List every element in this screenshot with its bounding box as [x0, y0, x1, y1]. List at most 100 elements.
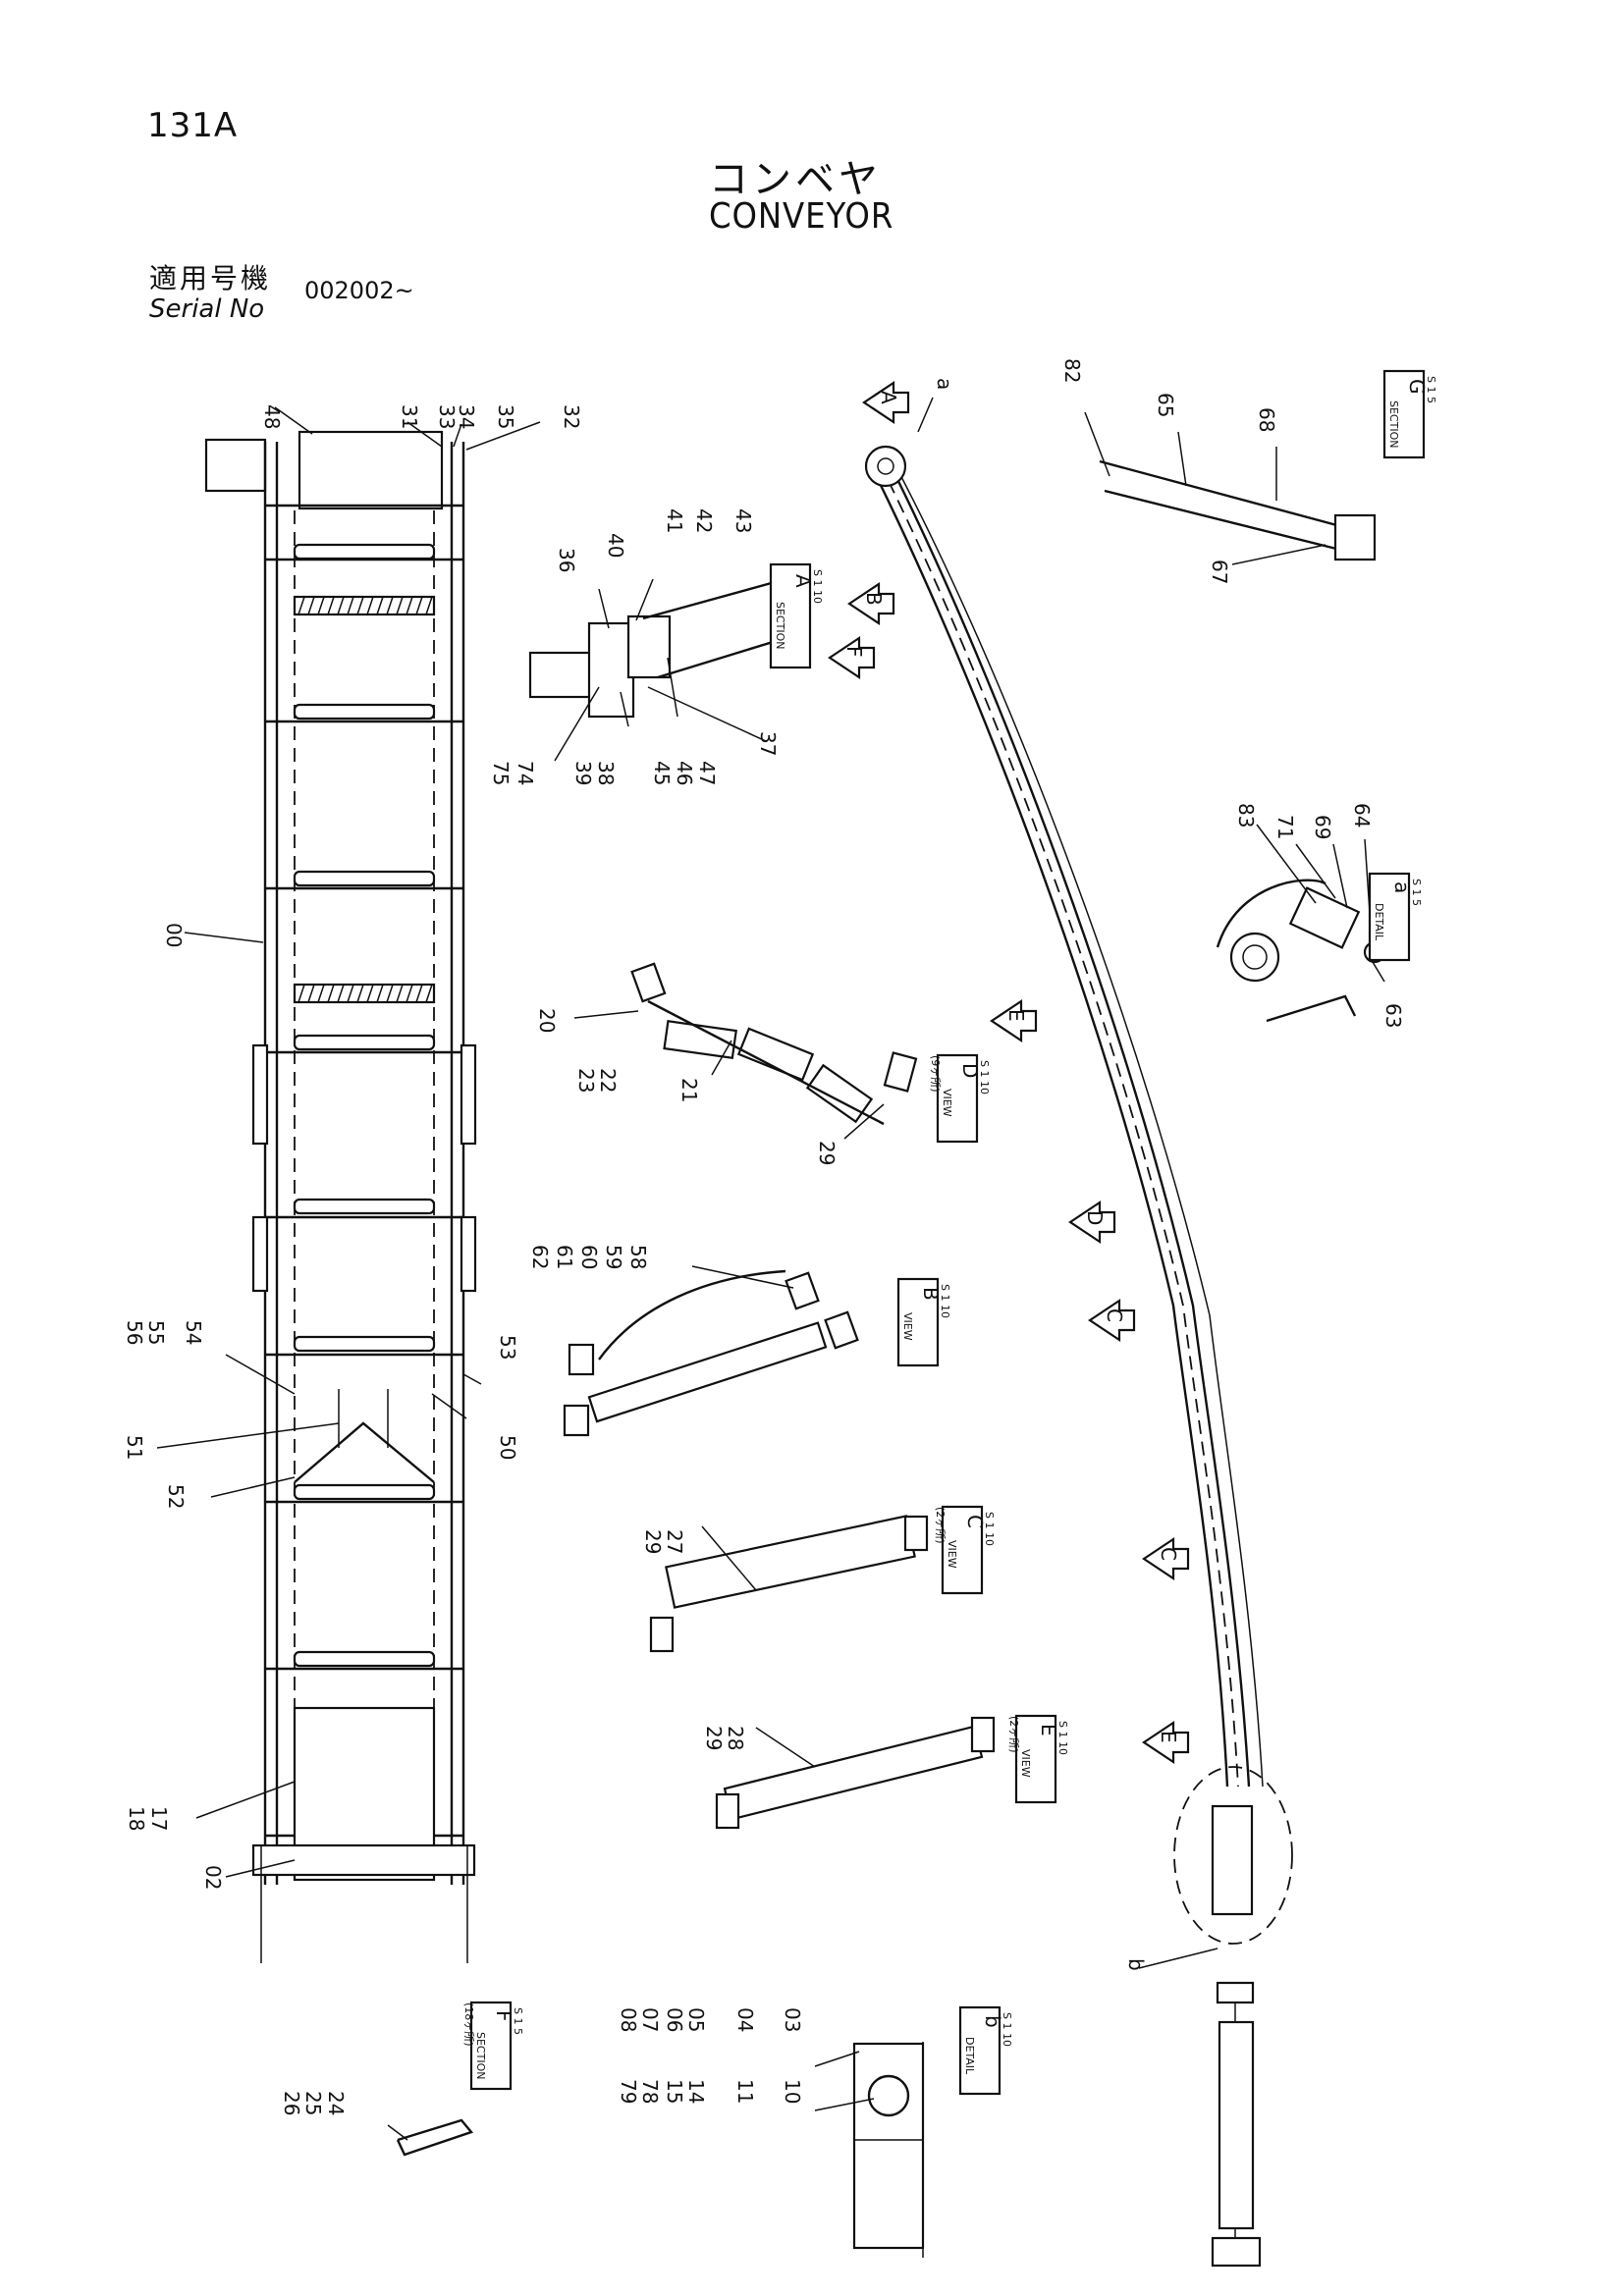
svg-text:F: F	[842, 646, 866, 658]
label-65: 65	[1154, 393, 1177, 417]
svg-text:B: B	[862, 592, 886, 606]
label-82: 82	[1060, 358, 1084, 383]
svg-text:SECTION: SECTION	[774, 602, 786, 649]
label-79: 79	[617, 2079, 640, 2104]
label-47: 47	[695, 761, 719, 785]
marker-a: A	[862, 380, 910, 425]
label-28: 28	[724, 1726, 747, 1750]
svg-text:S 1 10: S 1 10	[1001, 2012, 1013, 2047]
label-62: 62	[528, 1245, 552, 1269]
label-71: 71	[1273, 815, 1297, 839]
label-58: 58	[626, 1245, 650, 1269]
svg-text:S 1 10: S 1 10	[978, 1060, 991, 1095]
svg-text:a: a	[1390, 881, 1414, 893]
label-55: 55	[144, 1320, 168, 1345]
label-b: b	[1124, 1958, 1148, 1971]
label-05: 05	[684, 2007, 708, 2032]
tag-view-e: E VIEW (2ヶ所) S 1 10	[1007, 1714, 1069, 1804]
label-03: 03	[781, 2007, 804, 2032]
marker-d: D	[1068, 1200, 1116, 1245]
serial-label-english: Serial No	[149, 294, 265, 324]
svg-text:S 1 10: S 1 10	[983, 1512, 996, 1546]
view-d-sketch	[630, 962, 918, 1126]
view-b-sketch	[563, 1269, 859, 1437]
marker-e-upper: E	[990, 998, 1038, 1043]
svg-text:E: E	[1157, 1731, 1180, 1743]
svg-text:E: E	[1004, 1009, 1028, 1022]
section-f-sketch	[396, 2118, 474, 2157]
label-45: 45	[650, 761, 674, 785]
label-61: 61	[553, 1245, 576, 1269]
label-40: 40	[604, 533, 627, 558]
label-25: 25	[301, 2091, 325, 2115]
marker-e-lower: E	[1142, 1720, 1190, 1765]
svg-text:(18ヶ所): (18ヶ所)	[462, 2002, 475, 2047]
label-63: 63	[1381, 1003, 1405, 1028]
view-arrow-markers: A B F E D C C E	[828, 380, 1190, 1765]
svg-text:F: F	[492, 2010, 515, 2022]
marker-c-lower: C	[1142, 1536, 1190, 1581]
label-69: 69	[1311, 815, 1334, 839]
view-c-sketch	[649, 1515, 929, 1653]
tag-view-d: D VIEW (9ヶ所) S 1 10	[929, 1053, 991, 1144]
label-29-view-e: 29	[702, 1726, 726, 1750]
svg-text:DETAIL: DETAIL	[963, 2037, 976, 2075]
label-14: 14	[684, 2079, 708, 2104]
label-a: a	[933, 378, 956, 390]
label-36: 36	[555, 548, 578, 572]
svg-text:VIEW: VIEW	[1019, 1749, 1032, 1778]
svg-text:E: E	[1037, 1724, 1060, 1736]
tag-view-b: B VIEW S 1 10	[896, 1277, 951, 1367]
svg-text:D: D	[1083, 1210, 1107, 1225]
svg-text:C: C	[963, 1515, 987, 1528]
marker-c-upper: C	[1088, 1298, 1136, 1343]
label-50: 50	[496, 1435, 519, 1460]
svg-text:G: G	[1405, 379, 1429, 395]
label-22: 22	[596, 1068, 620, 1093]
label-00: 00	[162, 923, 186, 947]
svg-text:B: B	[919, 1287, 943, 1301]
svg-text:VIEW: VIEW	[941, 1089, 953, 1117]
label-83: 83	[1234, 803, 1258, 828]
svg-text:C: C	[1103, 1308, 1126, 1322]
label-27: 27	[663, 1529, 686, 1554]
label-68: 68	[1255, 407, 1278, 432]
label-08: 08	[617, 2007, 640, 2032]
label-10: 10	[781, 2079, 804, 2104]
label-39: 39	[571, 761, 595, 785]
section-a-sketch	[528, 577, 786, 719]
svg-text:A: A	[877, 391, 900, 404]
svg-text:VIEW: VIEW	[946, 1540, 958, 1569]
label-29-view-d: 29	[815, 1141, 839, 1165]
label-23: 23	[574, 1068, 598, 1093]
label-20: 20	[535, 1008, 559, 1033]
leader-lines	[156, 397, 1385, 2141]
label-21: 21	[677, 1078, 701, 1102]
title-japanese: コンベヤ	[709, 157, 882, 202]
label-17: 17	[147, 1806, 171, 1831]
label-74: 74	[514, 761, 537, 785]
label-78: 78	[638, 2079, 662, 2104]
label-52: 52	[164, 1484, 188, 1509]
label-33: 33	[435, 404, 459, 429]
svg-text:S 1 5: S 1 5	[512, 2007, 524, 2035]
label-24: 24	[324, 2091, 348, 2115]
label-53: 53	[496, 1335, 519, 1360]
label-34: 34	[455, 404, 478, 429]
svg-text:SECTION: SECTION	[474, 2032, 487, 2079]
marker-f: F	[828, 635, 876, 680]
svg-text:DETAIL: DETAIL	[1373, 903, 1385, 941]
tag-section-g: G SECTION S 1 5	[1382, 369, 1437, 459]
label-75: 75	[489, 761, 513, 785]
svg-text:b: b	[981, 2015, 1004, 2028]
title-english: CONVEYOR	[709, 196, 894, 237]
svg-text:SECTION: SECTION	[1387, 400, 1400, 448]
callout-tags: A SECTION S 1 10 G SECTION S 1 5 a DETAI…	[462, 369, 1437, 2096]
svg-text:S 1 5: S 1 5	[1410, 879, 1423, 906]
svg-text:S 1 5: S 1 5	[1425, 376, 1437, 403]
svg-text:S 1 10: S 1 10	[939, 1284, 951, 1318]
svg-text:A: A	[791, 574, 815, 588]
label-15: 15	[663, 2079, 686, 2104]
label-54: 54	[182, 1320, 205, 1345]
label-42: 42	[692, 508, 716, 533]
